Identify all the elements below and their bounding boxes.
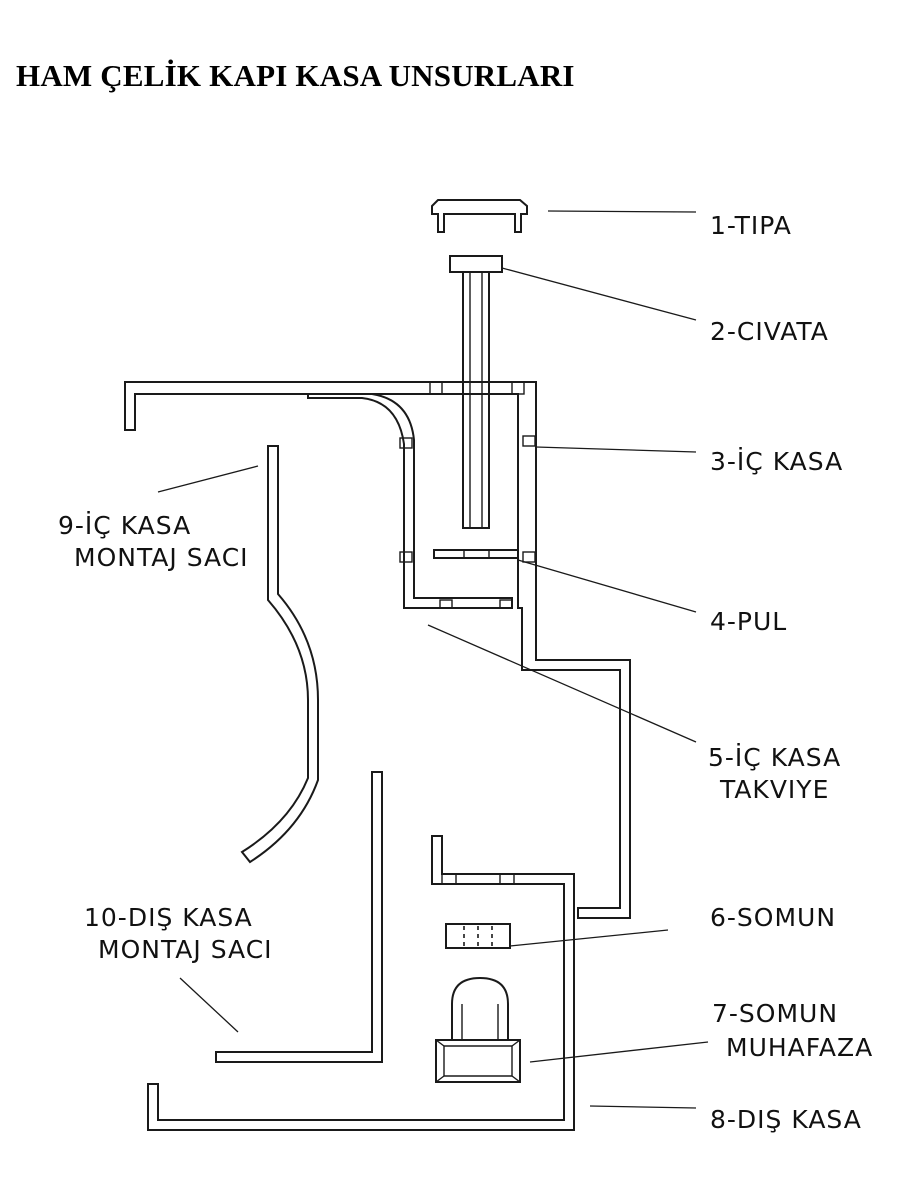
reinforcement-welds [399,437,413,563]
inner-frame-part [124,381,631,919]
leader-8 [589,1105,697,1109]
bolt-part [449,255,503,529]
leader-2 [501,267,697,321]
leader-1 [547,210,697,213]
label-washer: 4-PUL [710,607,787,636]
label-nut: 6-SOMUN [710,903,836,932]
label-inner-mounting-plate-line2: MONTAJ SACI [74,543,249,572]
label-reinforcement-line2: TAKVIYE [719,775,829,804]
leader-5 [427,624,697,743]
leader-3 [535,446,697,453]
label-nut-cover-line2: MUHAFAZA [726,1033,873,1062]
page-title: HAM ÇELİK KAPI KASA UNSURLARI [16,58,575,93]
leader-6 [509,929,669,947]
leader-7 [529,1041,709,1063]
label-nut-cover-line1: 7-SOMUN [712,999,838,1028]
outer-frame-welds [441,873,515,885]
outer-frame-mounting-plate-part [215,771,383,1063]
washer-part [433,549,519,559]
leader-4 [517,559,697,613]
label-plug: 1-TIPA [710,211,792,240]
label-outer-mounting-plate-line2: MONTAJ SACI [98,935,273,964]
plug-part [431,199,528,233]
nut-part [445,923,511,949]
outer-frame-part [147,835,575,1131]
leader-10 [179,977,239,1033]
inner-frame-mounting-plate-part [240,445,319,864]
label-inner-frame: 3-İÇ KASA [710,447,843,476]
label-reinforcement-line1: 5-İÇ KASA [708,743,841,772]
label-outer-mounting-plate-line1: 10-DIŞ KASA [84,903,253,932]
label-bolt: 2-CIVATA [710,317,829,346]
label-outer-frame: 8-DIŞ KASA [710,1105,862,1134]
label-inner-mounting-plate-line1: 9-İÇ KASA [58,511,191,540]
inner-frame-reinforcement-part [307,393,513,609]
leader-9 [157,465,259,493]
nut-cover-part [435,976,521,1083]
